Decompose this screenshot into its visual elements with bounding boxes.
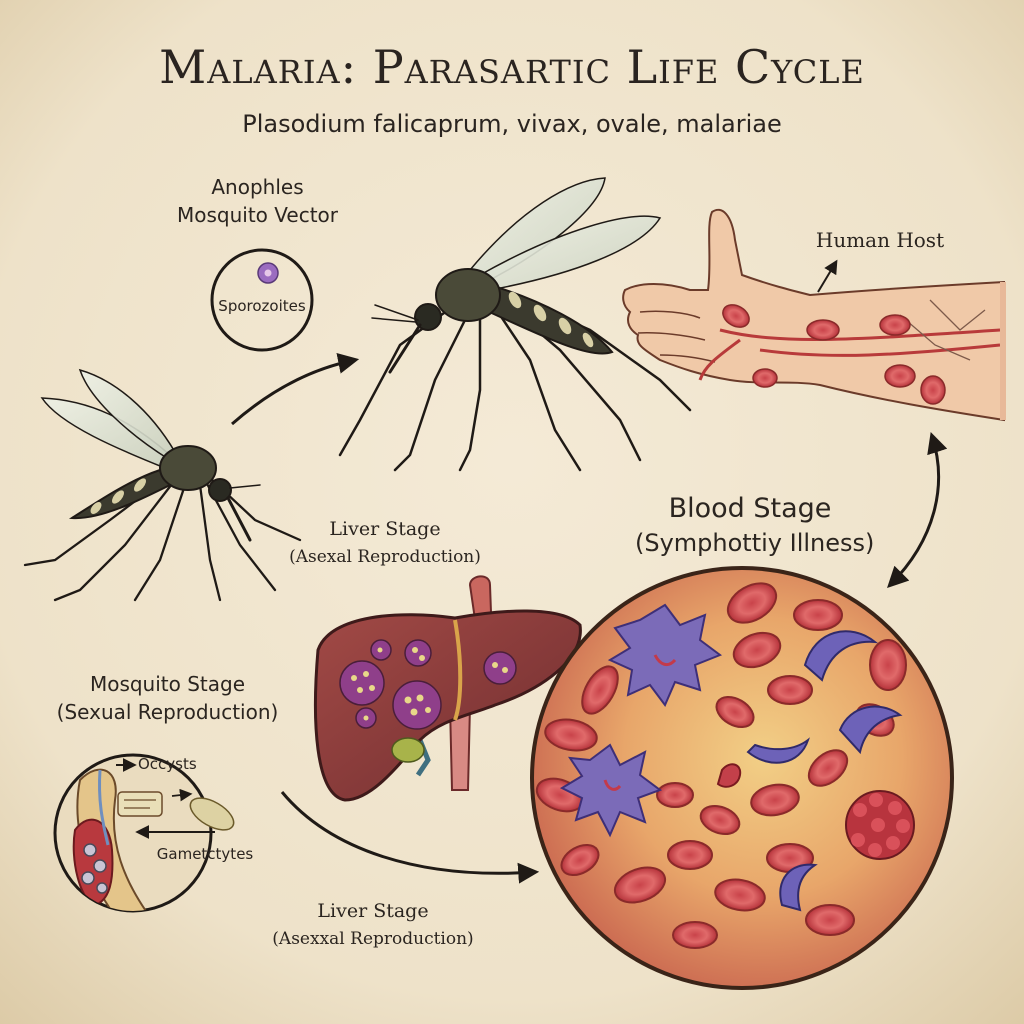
liver-stage-bottom-line2: (Asexxal Reproduction) bbox=[272, 929, 474, 949]
gametocytes-label: Gametctytes bbox=[156, 845, 254, 863]
arrow-to-blood-stage bbox=[280, 791, 540, 884]
arrow-to-large-mosquito bbox=[231, 353, 360, 426]
arrow-to-seed bbox=[171, 788, 193, 802]
vector-label-line1: Anophles bbox=[211, 175, 304, 199]
sporozoites-circle bbox=[210, 248, 314, 352]
mosquito-gut-circle bbox=[53, 753, 235, 913]
arrow-host-blood-bidirectional bbox=[887, 432, 948, 588]
arrow-to-human-host bbox=[817, 259, 838, 293]
mosquito-large-illustration bbox=[338, 177, 692, 472]
mosquito-stage-line2: (Sexual Reproduction) bbox=[56, 700, 279, 724]
page-subtitle: Plasodium falicaprum, vivax, ovale, mala… bbox=[242, 110, 782, 138]
mosquito-stage-line1: Mosquito Stage bbox=[89, 672, 246, 696]
liver-stage-top-line1: Liver Stage bbox=[329, 518, 441, 540]
human-host-label: Human Host bbox=[815, 228, 945, 252]
page-title: Malaria: Parasartic Life Cycle bbox=[159, 40, 865, 94]
blood-stage-label: Blood Stage (Symphottiy Illness) bbox=[635, 492, 875, 560]
vector-label-line2: Mosquito Vector bbox=[176, 203, 338, 227]
blood-stage-line2: (Symphottiy Illness) bbox=[635, 529, 875, 557]
blood-stage-circle bbox=[530, 566, 954, 990]
blood-stage-line1: Blood Stage bbox=[668, 493, 832, 524]
human-arm-illustration bbox=[622, 208, 1006, 422]
liver-illustration bbox=[313, 575, 582, 802]
mosquito-small-illustration bbox=[23, 368, 302, 602]
sporozoites-label: Sporozoites bbox=[218, 297, 306, 315]
liver-stage-top-line2: (Asexal Reproduction) bbox=[289, 547, 481, 567]
oocysts-label: Occysts bbox=[138, 755, 197, 773]
cycle-arrows bbox=[116, 259, 948, 884]
ruptured-schizont bbox=[845, 790, 915, 860]
liver-stage-bottom-label: Liver Stage (Asexxal Reproduction) bbox=[268, 897, 478, 953]
mosquito-stage-label: Mosquito Stage (Sexual Reproduction) bbox=[55, 670, 280, 726]
vector-label: Anophles Mosquito Vector bbox=[170, 173, 345, 229]
liver-stage-top-label: Liver Stage (Asexal Reproduction) bbox=[285, 515, 485, 571]
liver-stage-bottom-line1: Liver Stage bbox=[317, 900, 429, 922]
